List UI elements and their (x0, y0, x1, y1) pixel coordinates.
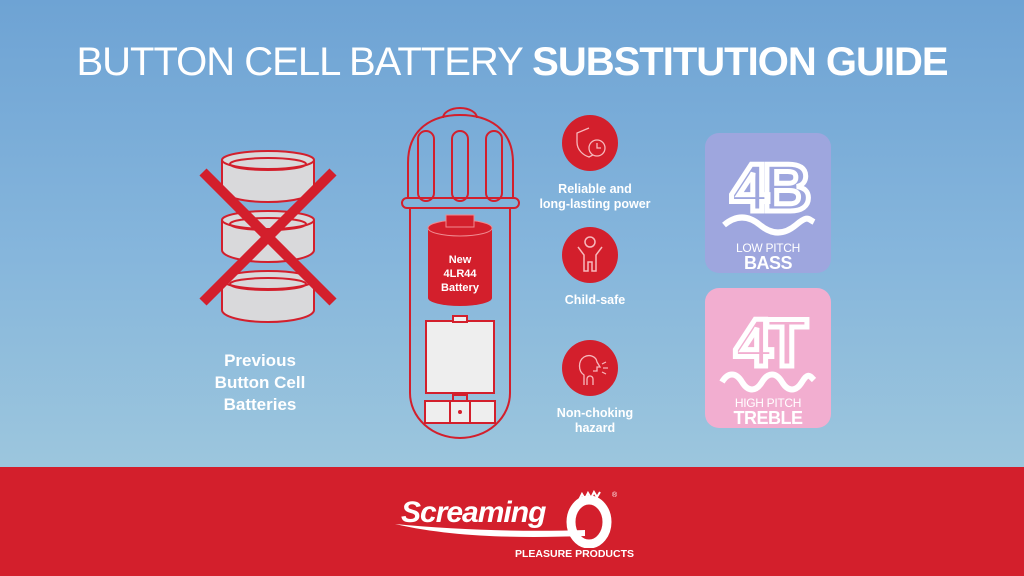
child-icon (562, 227, 618, 283)
svg-text:4T: 4T (734, 305, 807, 381)
title-bold: SUBSTITUTION GUIDE (532, 40, 948, 84)
feature-non-choking-label: Non-choking hazard (556, 406, 634, 436)
sky-background (0, 0, 1024, 467)
new-battery-label: New 4LR44 Battery (441, 254, 479, 294)
choking-person-icon (562, 340, 618, 396)
title-light: BUTTON CELL BATTERY (76, 40, 523, 84)
logo-swoosh (395, 524, 585, 537)
4t-wave-icon: 4T (719, 303, 817, 393)
4b-wave-icon: 4B (722, 148, 818, 236)
screaming-o-logo: Screaming ® PLEASURE PRODUCTS (395, 490, 635, 570)
page-title: BUTTON CELL BATTERY SUBSTITUTION GUIDE (0, 40, 1024, 85)
brand-band (0, 467, 1024, 576)
badge-4t-treble: 4T HIGH PITCH TREBLE (705, 288, 831, 428)
crossed-out-button-cells-icon (199, 150, 337, 323)
badge-4b-bass: 4B LOW PITCH BASS (705, 133, 831, 273)
old-batteries-label: Previous Button Cell Batteries (214, 351, 306, 415)
feature-child-safe-label: Child-safe (564, 293, 626, 307)
feature-reliable-label: Reliable and long-lasting power (539, 182, 651, 212)
toy-with-battery-icon (401, 107, 520, 439)
shield-clock-icon (562, 115, 618, 171)
o-ring-icon (566, 490, 612, 548)
